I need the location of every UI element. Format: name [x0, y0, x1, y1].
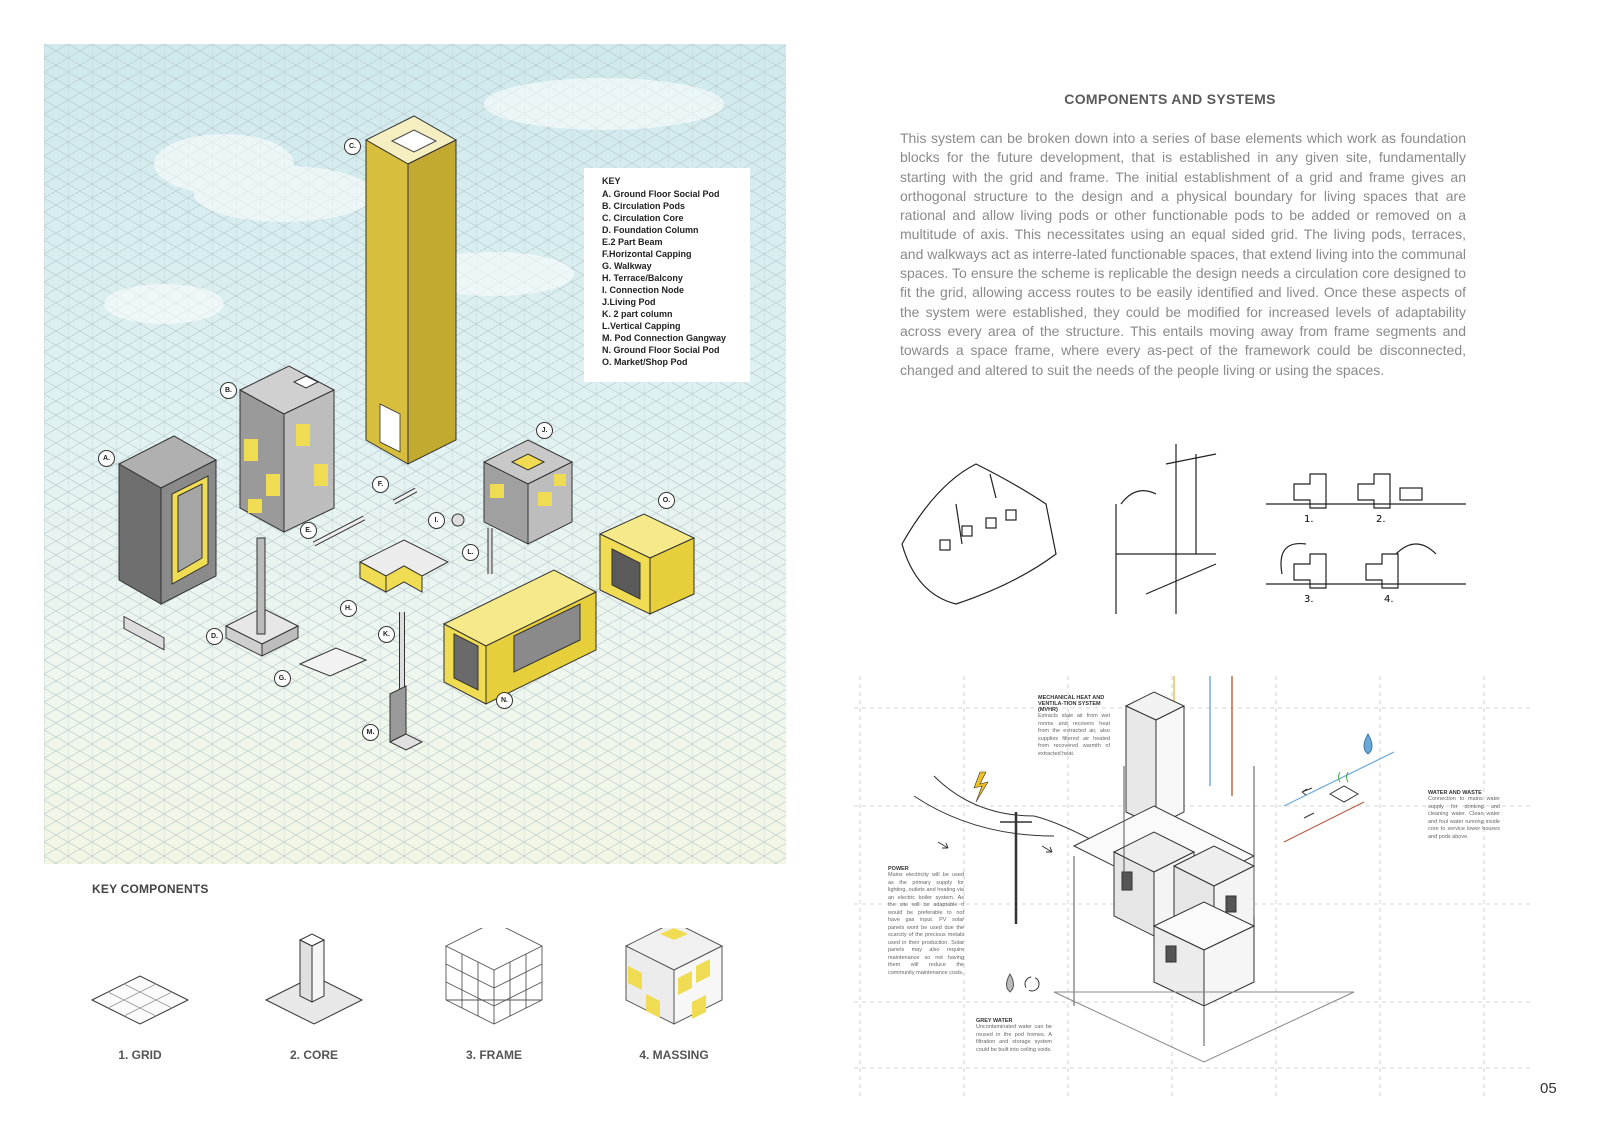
key-legend: KEY A. Ground Floor Social Pod B. Circul… — [584, 168, 750, 382]
walkway — [298, 647, 368, 677]
living-pod — [482, 439, 574, 545]
callout-c: C. — [344, 138, 361, 155]
market-shop-pod — [598, 513, 696, 615]
circulation-pod-stack — [238, 365, 336, 533]
key-title: KEY — [602, 176, 621, 186]
foundation-column — [224, 537, 300, 657]
key-item: F.Horizontal Capping — [602, 249, 692, 259]
callout-o: O. — [658, 492, 675, 509]
beams-and-columns — [312, 487, 493, 690]
concept-sketches: 1. 2. 3. 4. — [901, 444, 1466, 614]
callout-k: K. — [378, 626, 395, 643]
page-title: COMPONENTS AND SYSTEMS — [1064, 91, 1276, 107]
article-body: This system can be broken down into a se… — [900, 130, 1466, 378]
massing-component — [624, 928, 724, 1025]
key-item: B. Circulation Pods — [602, 201, 686, 211]
steam-icon — [1338, 771, 1349, 783]
page-number: 05 — [1540, 1080, 1557, 1097]
key-item: H. Terrace/Balcony — [602, 273, 683, 283]
massing-label: 4. MASSING — [639, 1048, 709, 1062]
key-item: O. Market/Shop Pod — [602, 357, 688, 367]
water-note: WATER AND WASTE Connection to mains wate… — [1428, 790, 1500, 841]
grey-water-text: Uncontaminated water can be reused in th… — [976, 1024, 1052, 1053]
callout-d: D. — [206, 628, 223, 645]
sketch-number: 2. — [1376, 514, 1386, 525]
adaptability-sketch — [1266, 473, 1466, 589]
arrow-icon — [1303, 812, 1315, 819]
water-title: WATER AND WASTE — [1428, 790, 1482, 796]
building-systems-diagram — [854, 676, 1534, 1096]
key-item: L.Vertical Capping — [602, 321, 681, 331]
lightning-bolt-icon — [973, 771, 989, 803]
callout-g: G. — [274, 670, 291, 687]
grid-label: 1. GRID — [118, 1048, 162, 1062]
isometric-grid — [44, 44, 786, 864]
callout-i: I. — [428, 512, 445, 529]
callout-j: J. — [536, 422, 553, 439]
mvhr-title: MECHANICAL HEAT AND VENTILA-TION SYSTEM … — [1038, 695, 1105, 713]
axonometric-drawing: KEY A. Ground Floor Social Pod B. Circul… — [44, 44, 786, 864]
key-item: G. Walkway — [602, 261, 652, 271]
callout-f: F. — [372, 476, 389, 493]
callout-e: E. — [300, 522, 317, 539]
callout-b: B. — [220, 382, 237, 399]
sketch-number: 1. — [1304, 514, 1314, 525]
core-label: 2. CORE — [289, 1048, 338, 1062]
water-treatment-icon — [1328, 785, 1360, 803]
key-item: M. Pod Connection Gangway — [602, 333, 727, 343]
key-item: A. Ground Floor Social Pod — [602, 189, 720, 199]
key-components-title: KEY COMPONENTS — [92, 882, 209, 896]
sketch-number: 4. — [1384, 594, 1394, 605]
key-components-diagrams — [90, 928, 724, 1025]
key-item: I. Connection Node — [602, 285, 684, 295]
frame-component — [444, 928, 544, 1025]
callout-m: M. — [362, 724, 379, 741]
water-text: Connection to mains water supply for dri… — [1428, 796, 1500, 840]
callout-n: N. — [496, 692, 513, 709]
building-cluster — [1053, 691, 1355, 1063]
core-component — [264, 933, 364, 1025]
grey-water-title: GREY WATER — [976, 1018, 1013, 1024]
ground-floor-social-pod-long — [442, 569, 598, 705]
power-note: POWER Mains electricity will be used as … — [888, 866, 964, 977]
terrace-balcony — [358, 539, 450, 593]
frame-label: 3. FRAME — [465, 1048, 522, 1062]
site-sketch — [901, 463, 1057, 605]
pod-connection-gangway — [388, 685, 424, 751]
grey-water-note: GREY WATER Uncontaminated water can be r… — [976, 1018, 1052, 1054]
callout-h: H. — [340, 600, 357, 617]
mvhr-text: Extracts stale air from wet rooms and re… — [1038, 713, 1110, 757]
sketch-number: 3. — [1304, 594, 1314, 605]
key-item: J.Living Pod — [602, 297, 656, 307]
key-item: K. 2 part column — [602, 309, 673, 319]
arrow-icon — [1041, 845, 1053, 853]
key-item: D. Foundation Column — [602, 225, 699, 235]
arrow-icon — [937, 841, 949, 849]
mvhr-note: MECHANICAL HEAT AND VENTILA-TION SYSTEM … — [1038, 695, 1110, 758]
power-text: Mains electricity will be used as the pr… — [888, 872, 964, 976]
key-item: E.2 Part Beam — [602, 237, 663, 247]
section-sketch — [1115, 444, 1217, 614]
grey-water-drop-icon — [1006, 973, 1014, 993]
water-drop-icon — [1363, 732, 1373, 755]
power-title: POWER — [888, 866, 909, 872]
key-item: C. Circulation Core — [602, 213, 684, 223]
arrow-icon — [1301, 787, 1313, 796]
callout-a: A. — [98, 450, 115, 467]
callout-l: L. — [462, 544, 479, 561]
key-item: N. Ground Floor Social Pod — [602, 345, 720, 355]
ground-floor-social-pod — [117, 435, 218, 651]
recycle-icon — [1024, 976, 1040, 992]
grid-component — [90, 975, 190, 1025]
circulation-core-tower — [364, 115, 458, 465]
